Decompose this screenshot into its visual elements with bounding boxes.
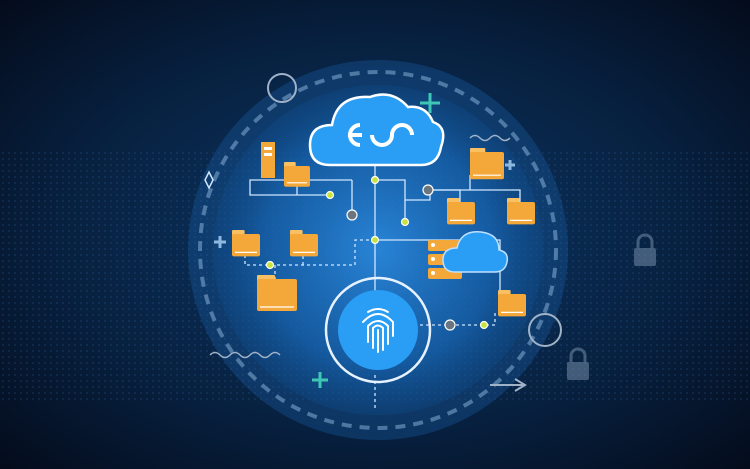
connection-node [265, 260, 275, 270]
plus-icon [214, 236, 226, 248]
lock-shackle [636, 233, 654, 248]
folder-icon [507, 198, 535, 225]
folder-icon [470, 148, 504, 180]
wave-decoration [209, 351, 281, 359]
connection-node [400, 217, 410, 227]
connection-node [370, 235, 380, 245]
folder-icon [257, 275, 297, 311]
plus-icon [505, 160, 515, 170]
folder-icon [232, 230, 260, 257]
lock-body [567, 362, 589, 380]
folder-body [498, 294, 526, 317]
lock-icon [567, 347, 589, 380]
cloud-sync-icon [308, 93, 445, 167]
folder-icon [447, 198, 475, 225]
folder-body [257, 279, 297, 311]
wave-decoration [469, 134, 511, 142]
connection-node [422, 184, 434, 196]
ring-decoration [267, 73, 297, 103]
server-tower-icon [261, 142, 275, 178]
folders [232, 148, 535, 317]
folder-icon [290, 230, 318, 257]
connection-node [479, 320, 489, 330]
folder-body [470, 152, 504, 180]
cloud-icon [442, 231, 509, 273]
connection-node [370, 175, 380, 185]
folder-body [284, 166, 310, 187]
folder-body [447, 202, 475, 225]
connection-node [444, 319, 456, 331]
folder-icon [498, 290, 526, 317]
sparkle-icon [204, 170, 214, 190]
fingerprint-ring [324, 276, 432, 384]
lock-icon [634, 233, 656, 266]
ring-decoration [528, 313, 562, 347]
connection-node [346, 209, 358, 221]
folder-icon [284, 162, 310, 187]
folder-body [232, 234, 260, 257]
plus-icon [312, 372, 328, 388]
arrow-right-icon [490, 378, 527, 392]
connection-node [325, 190, 335, 200]
lock-body [634, 248, 656, 266]
dashed-ring [198, 70, 558, 430]
fingerprint-icon [362, 308, 394, 353]
lock-shackle [569, 347, 587, 362]
plus-icon [420, 93, 440, 113]
folder-body [290, 234, 318, 257]
folder-body [507, 202, 535, 225]
